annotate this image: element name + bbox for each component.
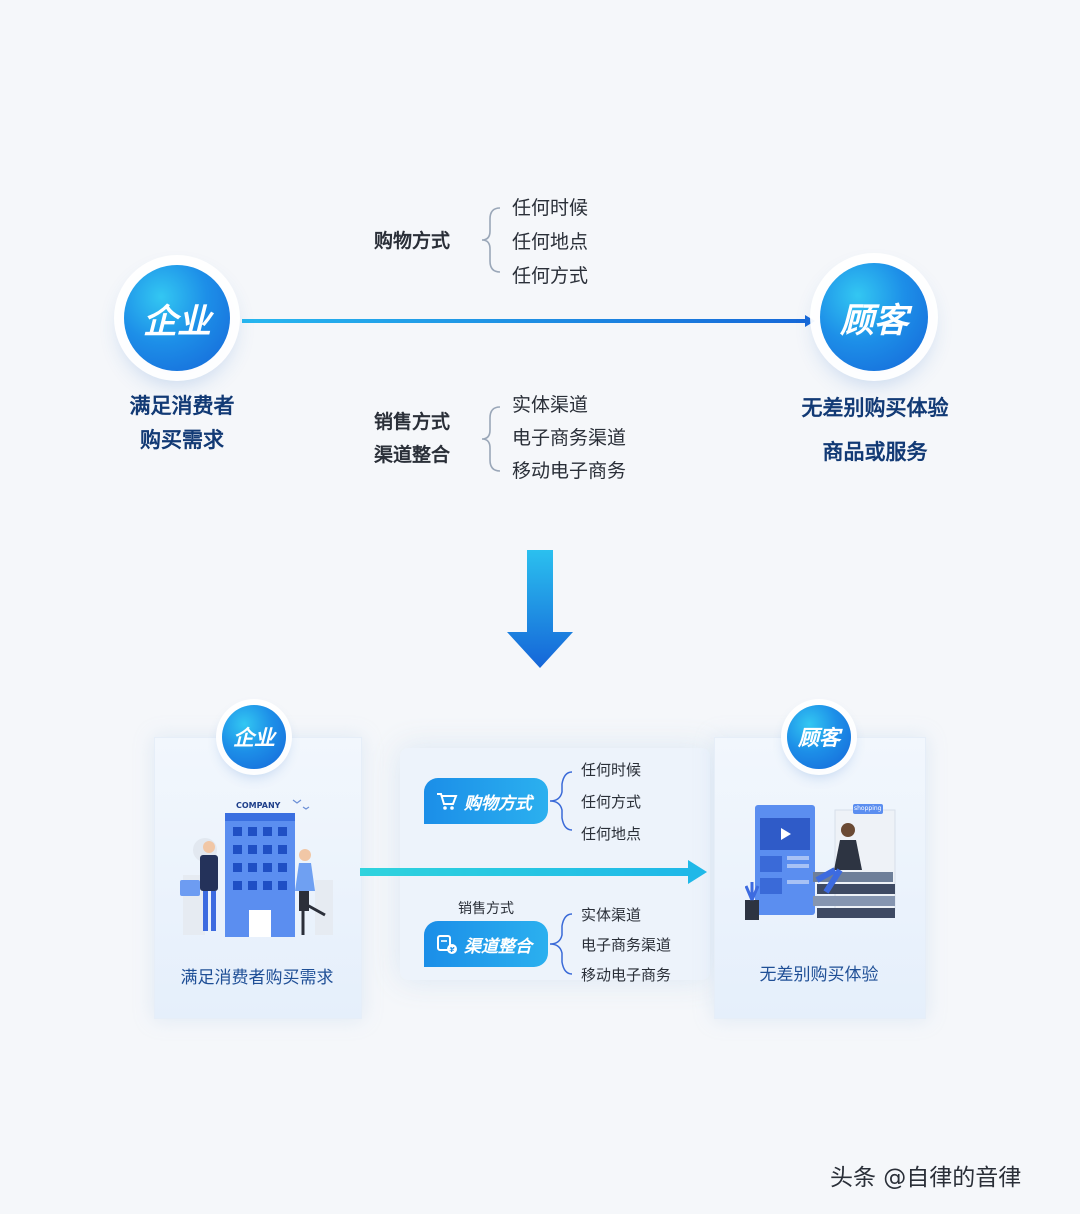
pill1-item: 任何地点 [581, 825, 642, 843]
svg-text:¥: ¥ [450, 946, 456, 954]
enterprise-badge-label: 企业 [233, 726, 275, 750]
pill1-brace [549, 771, 573, 831]
upper-brace [481, 207, 501, 273]
company-illustration [180, 799, 333, 937]
enterprise-badge: 企业 [222, 705, 286, 769]
lower-item: 移动电子商务 [512, 460, 627, 482]
pill2-item: 实体渠道 [581, 906, 642, 924]
upper-items: 任何时候 任何地点 任何方式 [512, 191, 588, 293]
channel-integration-label: 渠道整合 [374, 444, 451, 466]
lower-item: 实体渠道 [512, 394, 589, 416]
customer-caption-line: 无差别购买体验 [801, 396, 949, 420]
customer-badge-label: 顾客 [798, 726, 840, 750]
customer-circle-label: 顾客 [840, 300, 908, 341]
enterprise-circle: 企业 [124, 265, 230, 371]
sales-mode-small-label: 销售方式 [458, 901, 514, 917]
shopping-mode-pill-label: 购物方式 [464, 793, 532, 814]
top-connector-arrow [242, 315, 815, 327]
customer-caption-line: 商品或服务 [822, 440, 928, 464]
enterprise-circle-label: 企业 [143, 301, 211, 342]
pill2-item: 电子商务渠道 [581, 936, 672, 954]
channel-integration-pill: ¥ 渠道整合 [424, 921, 548, 967]
customer-circle: 顾客 [820, 263, 928, 371]
bottom-connector-arrow [360, 860, 707, 884]
channel-icon: ¥ [436, 933, 458, 955]
cart-icon [436, 790, 458, 812]
pill2-items: 实体渠道 电子商务渠道 移动电子商务 [581, 900, 671, 990]
enterprise-caption: 满足消费者 购买需求 [104, 389, 260, 457]
enterprise-caption-line: 满足消费者 [129, 394, 235, 418]
enterprise-caption-line: 购买需求 [140, 428, 224, 452]
shopping-illustration [745, 804, 896, 920]
sales-labels: 销售方式 渠道整合 [374, 406, 450, 472]
enterprise-card-caption: 满足消费者购买需求 [180, 968, 334, 988]
sales-mode-label: 销售方式 [374, 411, 451, 433]
channel-integration-pill-label: 渠道整合 [464, 936, 532, 957]
pill1-item: 任何时候 [581, 761, 642, 779]
customer-caption: 无差别购买体验 商品或服务 [780, 386, 970, 474]
shopping-sign: shopping [854, 805, 882, 812]
watermark: 头条 @自律的音律 [830, 1165, 1022, 1191]
lower-items: 实体渠道 电子商务渠道 移动电子商务 [512, 389, 626, 488]
shopping-mode-label: 购物方式 [374, 230, 451, 252]
pill1-items: 任何时候 任何方式 任何地点 [581, 754, 641, 850]
shopping-mode-pill: 购物方式 [424, 778, 548, 824]
customer-card-caption: 无差别购买体验 [759, 965, 879, 985]
down-arrow-icon [507, 550, 573, 668]
lower-brace [481, 406, 501, 472]
upper-item: 任何时候 [512, 197, 589, 219]
lower-item: 电子商务渠道 [512, 427, 627, 449]
pill2-item: 移动电子商务 [581, 966, 672, 984]
company-sign: COMPANY [236, 801, 281, 810]
customer-badge: 顾客 [787, 705, 851, 769]
upper-item: 任何地点 [512, 231, 589, 253]
upper-item: 任何方式 [512, 265, 589, 287]
pill1-item: 任何方式 [581, 793, 642, 811]
pill2-brace [549, 913, 573, 975]
